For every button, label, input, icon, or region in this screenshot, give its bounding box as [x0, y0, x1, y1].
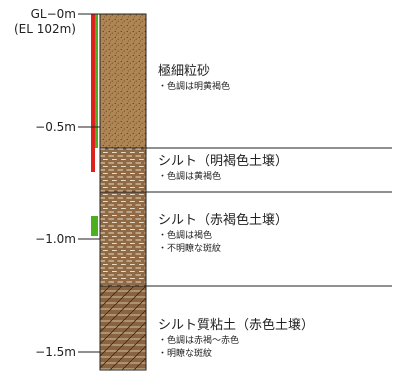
layer-1-title: 極細粒砂 — [158, 63, 210, 79]
layer-1-note-1: ・色調は明黄褐色 — [158, 80, 230, 92]
silt-layer-lower — [99, 191, 147, 287]
layer-3-note-2: ・不明瞭な斑紋 — [158, 242, 221, 254]
green-marker-bar — [95, 14, 98, 148]
depth-label-15: −1.5m — [35, 345, 76, 359]
depth-label-gl: GL−0m — [31, 7, 76, 21]
layer-2-title: シルト（明褐色土壌） — [158, 153, 288, 169]
green-marker-block — [91, 216, 98, 236]
layer-4-title: シルト質粘土（赤色土壌） — [158, 317, 314, 333]
silt-layer-upper — [99, 147, 147, 193]
red-marker-bar — [91, 14, 95, 172]
sand-layer — [99, 13, 147, 149]
layer-4-note-1: ・色調は赤褐〜赤色 — [158, 334, 239, 346]
clay-layer — [99, 285, 147, 371]
depth-label-10: −1.0m — [35, 232, 76, 246]
layer-3-note-1: ・色調は褐色 — [158, 229, 212, 241]
layer-3-title: シルト（赤褐色土壌） — [158, 212, 288, 228]
layer-2-note-1: ・色調は黄褐色 — [158, 170, 221, 182]
layer-4-note-2: ・明瞭な斑紋 — [158, 347, 212, 359]
depth-label-el: (EL 102m) — [14, 22, 76, 36]
depth-label-05: −0.5m — [35, 120, 76, 134]
